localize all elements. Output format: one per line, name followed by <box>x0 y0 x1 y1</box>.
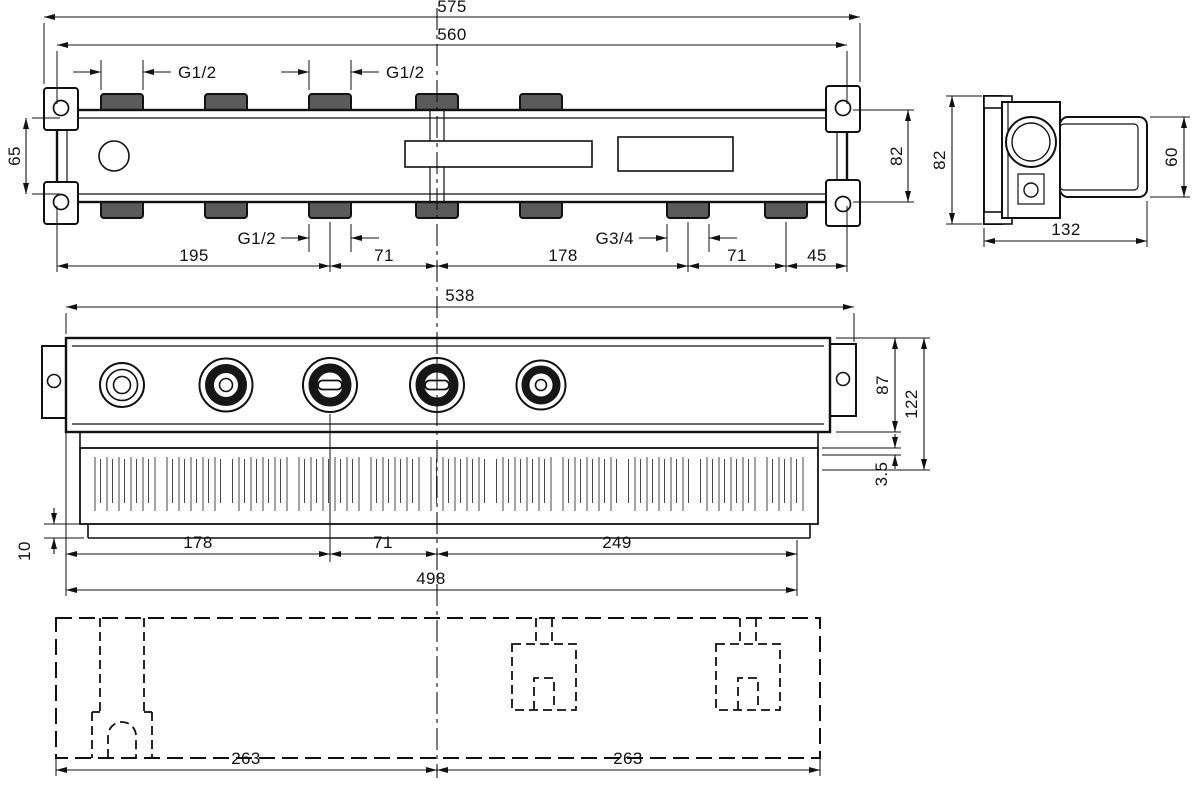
template-view: 263 263 <box>55 617 821 776</box>
plan-dim-560: 560 <box>437 25 467 44</box>
front-dim-178: 178 <box>183 533 213 552</box>
plan-dimensions: 575 560 G1/2 G1/2 65 <box>5 0 914 272</box>
template-mid-cutout <box>511 618 577 711</box>
plan-top-ports <box>100 93 563 113</box>
plan-dim-82: 82 <box>887 146 906 166</box>
front-right-bracket <box>829 343 857 417</box>
side-dim-132: 132 <box>1051 220 1081 239</box>
front-dim-538: 538 <box>445 286 475 305</box>
plan-left-bracket <box>43 87 79 225</box>
plan-dim-195: 195 <box>179 246 209 265</box>
template-dim-263-right: 263 <box>613 749 643 768</box>
valve-1 <box>99 362 145 408</box>
side-dimensions: 82 60 132 <box>930 95 1190 247</box>
front-dim-10: 10 <box>15 541 34 561</box>
plan-thread-g34-bottom: G3/4 <box>596 229 634 248</box>
side-dim-82: 82 <box>930 150 949 170</box>
front-dimensions: 538 87 122 3.5 10 <box>15 286 930 596</box>
valve-3 <box>302 357 358 413</box>
template-right-cutout <box>715 618 781 711</box>
side-housing-body <box>1059 116 1148 198</box>
side-view: 82 60 132 <box>930 95 1190 247</box>
front-view: 538 87 122 3.5 10 <box>15 286 930 596</box>
plan-view: 575 560 G1/2 G1/2 65 <box>5 0 914 272</box>
side-valve-bore <box>1005 116 1057 168</box>
plan-housing-detail <box>63 110 841 202</box>
valve-4 <box>409 357 465 413</box>
screw-hole-icon <box>834 195 852 213</box>
label-strip-fine-print <box>92 455 806 513</box>
front-dim-249: 249 <box>602 533 632 552</box>
plan-dim-65: 65 <box>5 146 24 166</box>
plan-bottom-ports <box>100 199 808 219</box>
plan-thread-g12-top-1: G1/2 <box>178 63 216 82</box>
screw-hole-icon <box>46 373 62 389</box>
template-dimensions: 263 263 <box>55 749 821 776</box>
plan-dim-45: 45 <box>807 246 827 265</box>
valve-5 <box>515 359 567 411</box>
template-dim-263-left: 263 <box>231 749 261 768</box>
screw-hole-icon <box>52 193 70 211</box>
front-dim-3-5: 3.5 <box>872 462 891 487</box>
front-dim-498: 498 <box>416 569 446 588</box>
side-dim-60: 60 <box>1162 147 1181 167</box>
template-left-cutout <box>91 618 153 758</box>
plan-thread-g12-top-2: G1/2 <box>386 63 424 82</box>
side-body-shapes <box>983 95 1148 225</box>
screw-hole-icon <box>834 99 852 117</box>
valve-2 <box>198 357 254 413</box>
front-dim-71: 71 <box>373 533 393 552</box>
front-dim-87: 87 <box>873 375 892 395</box>
plan-dim-575: 575 <box>437 0 467 16</box>
plan-right-bracket <box>825 85 861 227</box>
template-outline <box>55 617 821 759</box>
plan-dim-178: 178 <box>548 246 578 265</box>
plan-dim-71-left: 71 <box>374 246 394 265</box>
plan-body-shapes <box>43 85 861 227</box>
front-dim-122: 122 <box>902 389 921 419</box>
screw-hole-icon <box>835 371 851 387</box>
side-mounting-plate <box>983 95 1003 225</box>
plan-thread-g12-bottom: G1/2 <box>238 229 276 248</box>
front-body-shapes <box>41 336 857 539</box>
screw-hole-icon <box>52 99 70 117</box>
plan-dim-71-right: 71 <box>727 246 747 265</box>
